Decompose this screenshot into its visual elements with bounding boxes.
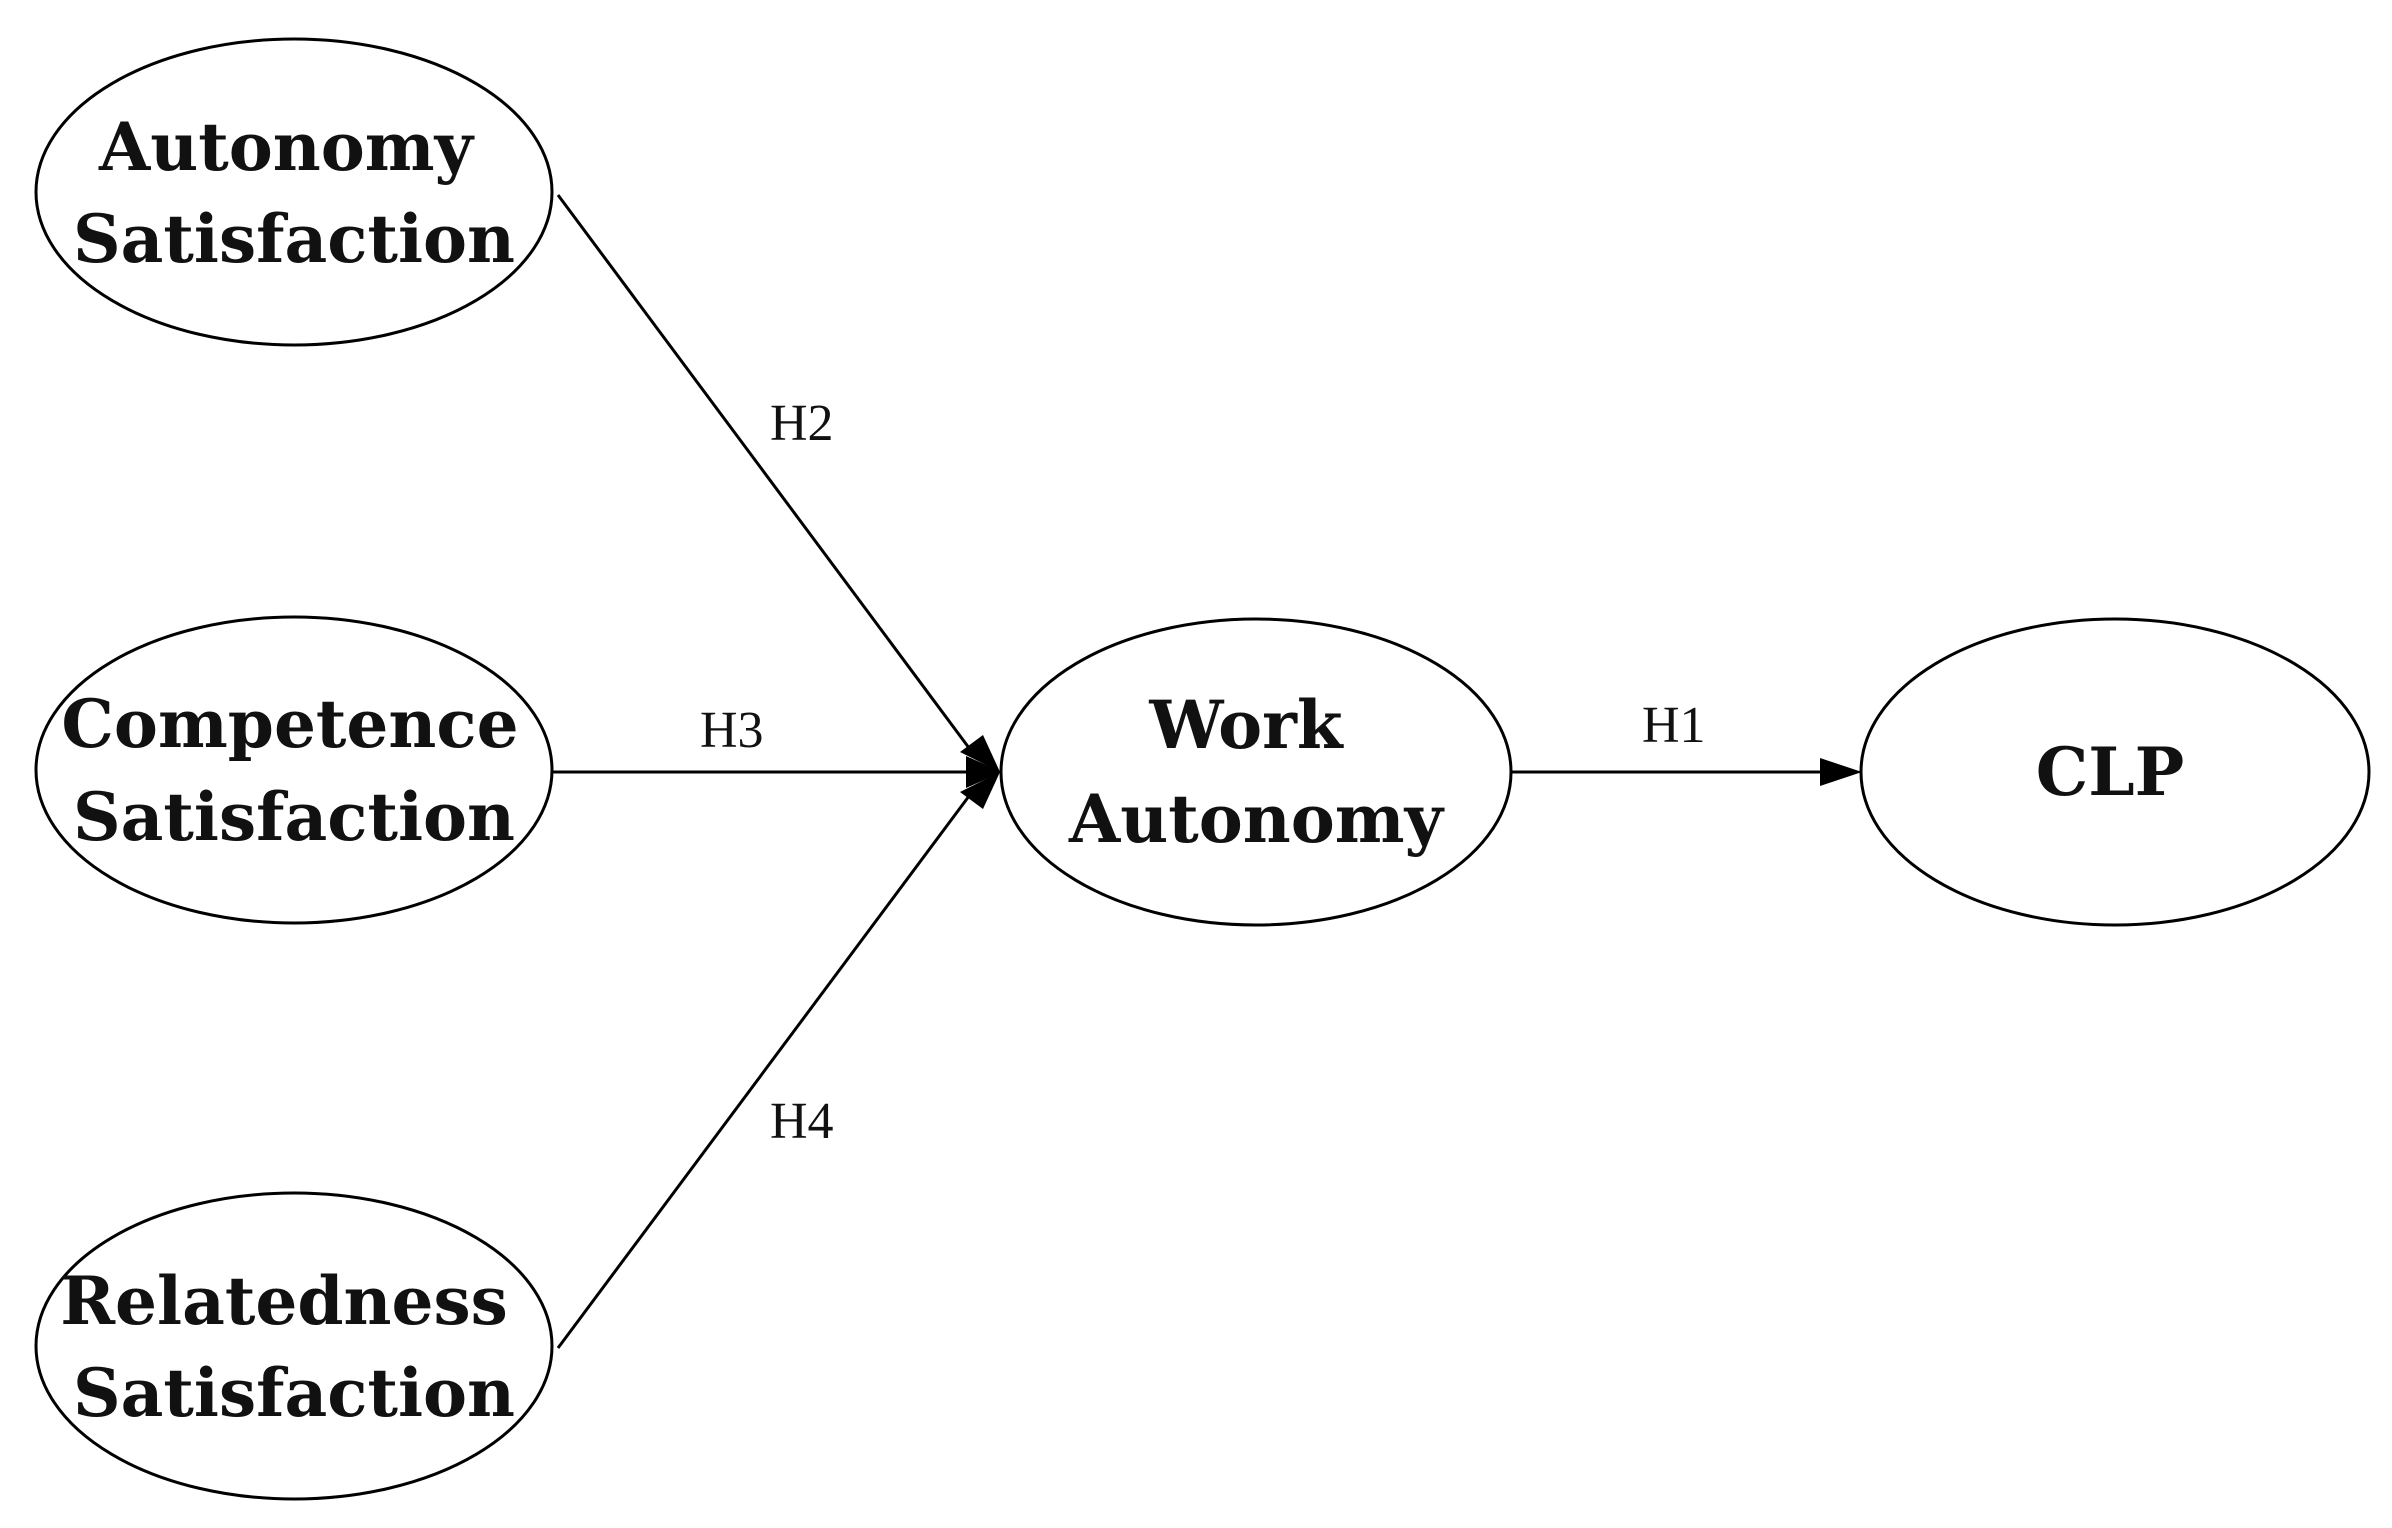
node-relatedness-satisfaction-line2: Satisfaction bbox=[73, 1354, 515, 1432]
edge-h3: H3 bbox=[553, 702, 1002, 788]
node-autonomy-satisfaction-line1: Autonomy bbox=[98, 108, 475, 186]
edge-h1-arrowhead bbox=[1820, 758, 1862, 786]
edge-h2-arrowhead bbox=[960, 735, 1000, 772]
node-clp-label: CLP bbox=[2036, 733, 2185, 811]
node-clp: CLP bbox=[1859, 617, 2371, 927]
node-work-autonomy-ellipse bbox=[999, 617, 1513, 927]
edge-h3-arrowhead bbox=[966, 756, 1002, 788]
node-work-autonomy: Work Autonomy bbox=[999, 617, 1513, 927]
node-competence-satisfaction-ellipse bbox=[34, 615, 554, 925]
edge-label-h3: H3 bbox=[700, 702, 764, 759]
node-relatedness-satisfaction-ellipse bbox=[34, 1191, 554, 1501]
node-competence-satisfaction-line1: Competence bbox=[61, 685, 518, 763]
edge-label-h4: H4 bbox=[770, 1093, 834, 1150]
node-autonomy-satisfaction-line2: Satisfaction bbox=[73, 200, 515, 278]
node-relatedness-satisfaction: Relatedness Satisfaction bbox=[34, 1191, 554, 1501]
node-autonomy-satisfaction: Autonomy Satisfaction bbox=[34, 37, 554, 347]
node-autonomy-satisfaction-ellipse bbox=[34, 37, 554, 347]
edge-h4-line bbox=[556, 787, 977, 1349]
node-competence-satisfaction-line2: Satisfaction bbox=[73, 778, 515, 856]
edge-h1: H1 bbox=[1510, 697, 1862, 786]
edge-h4-arrowhead bbox=[960, 772, 1000, 809]
node-work-autonomy-line1: Work bbox=[1148, 686, 1344, 764]
node-work-autonomy-line2: Autonomy bbox=[1068, 780, 1445, 858]
edge-h2-line bbox=[556, 194, 977, 757]
edge-label-h2: H2 bbox=[770, 395, 834, 452]
edge-label-h1: H1 bbox=[1642, 697, 1706, 754]
edge-h4: H4 bbox=[556, 772, 1000, 1349]
node-clp-ellipse bbox=[1859, 617, 2371, 927]
node-relatedness-satisfaction-line1: Relatedness bbox=[60, 1262, 508, 1340]
node-competence-satisfaction: Competence Satisfaction bbox=[34, 615, 554, 925]
edge-h2: H2 bbox=[556, 194, 1000, 772]
